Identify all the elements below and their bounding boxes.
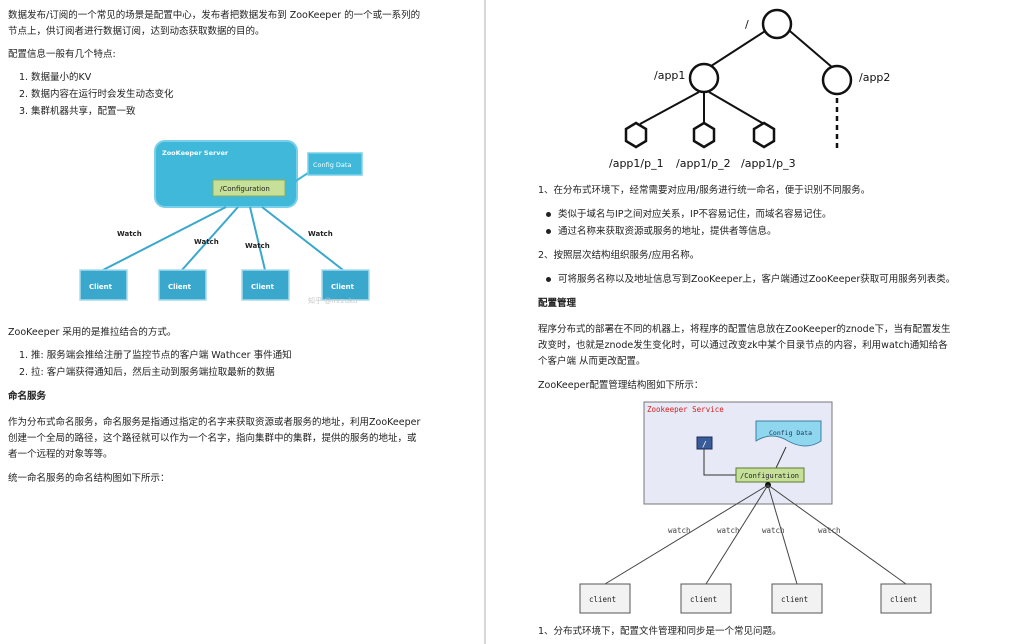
pull-item: 2.拉: 客户端获得通知后，然后主动到服务端拉取最新的数据 bbox=[19, 367, 275, 378]
client-node-label-4: client bbox=[890, 595, 917, 604]
watch-label-3: Watch bbox=[245, 242, 270, 250]
client-box-3 bbox=[241, 269, 290, 301]
config-body-line-3: 个客户端 从而更改配置。 bbox=[538, 356, 646, 367]
client-node-label-3: client bbox=[781, 595, 808, 604]
config-data-doc-label: Config Data bbox=[769, 429, 812, 437]
config-structure-caption: ZooKeeper配置管理结构图如下所示： bbox=[538, 380, 704, 391]
tree-node-p3 bbox=[752, 121, 776, 149]
client-label-2: Client bbox=[168, 283, 192, 291]
client-node-1 bbox=[579, 583, 631, 614]
config-body-line-2: 改变时，也就是znode发生变化时，可以通过改变zk中某个目录节点的内容，利用w… bbox=[538, 340, 948, 351]
watch-link-1 bbox=[604, 484, 769, 585]
client-node-3 bbox=[771, 583, 823, 614]
tree-label-app2: /app2 bbox=[859, 71, 890, 84]
zookeeper-service-box bbox=[643, 401, 833, 505]
watch-text-3: watch bbox=[762, 526, 785, 535]
watch-link-2 bbox=[705, 484, 769, 585]
intro-line-1: 数据发布/订阅的一个常见的场景是配置中心，发布者把数据发布到 ZooKeeper… bbox=[8, 10, 421, 21]
watch-line-2 bbox=[181, 206, 239, 271]
naming-section-title: 命名服务 bbox=[8, 391, 47, 402]
naming-bullet-3: 可将服务名称以及地址信息写到ZooKeeper上，客户端通过ZooKeeper获… bbox=[546, 272, 955, 288]
tree-label-root: / bbox=[745, 18, 749, 31]
page-divider bbox=[484, 0, 486, 644]
config-features-title: 配置信息一般有几个特点: bbox=[8, 49, 116, 60]
config-item-1: 1、分布式环境下，配置文件管理和同步是一个常见问题。 bbox=[538, 626, 782, 637]
feature-item-1: 1.数据量小的KV bbox=[19, 72, 92, 83]
tree-node-root bbox=[761, 8, 793, 40]
feature-item-3: 3.集群机器共享，配置一致 bbox=[19, 106, 136, 117]
naming-item-1: 1、在分布式环境下，经常需要对应用/服务进行统一命名，便于识别不同服务。 bbox=[538, 185, 871, 196]
left-page: 数据发布/订阅的一个常见的场景是配置中心，发布者把数据发布到 ZooKeeper… bbox=[0, 0, 478, 644]
tree-label-app1: /app1 bbox=[654, 69, 685, 82]
config-data-box bbox=[307, 152, 363, 176]
config-body-line-1: 程序分布式的部署在不同的机器上，将程序的配置信息放在ZooKeeper的znod… bbox=[538, 324, 951, 335]
watch-text-2: watch bbox=[717, 526, 740, 535]
feature-item-2: 2.数据内容在运行时会发生动态变化 bbox=[19, 89, 174, 100]
client-node-2 bbox=[680, 583, 732, 614]
naming-structure-caption: 统一命名服务的命名结构图如下所示： bbox=[8, 473, 170, 484]
client-node-label-1: client bbox=[589, 595, 616, 604]
tree-label-p3: /app1/p_3 bbox=[741, 157, 796, 170]
push-item: 1.推: 服务端会推给注册了监控节点的客户端 Wathcer 事件通知 bbox=[19, 350, 292, 361]
configuration-node-box-label: /Configuration bbox=[740, 472, 799, 480]
config-data-label: Config Data bbox=[313, 161, 351, 169]
tree-node-app1 bbox=[688, 62, 720, 94]
tree-node-p1 bbox=[624, 121, 648, 149]
watch-link-4 bbox=[767, 484, 907, 585]
watch-label-4: Watch bbox=[308, 230, 333, 238]
watch-line-3 bbox=[249, 206, 266, 271]
zookeeper-server-diagram: ZooKeeper Server /Configuration Config D… bbox=[79, 140, 370, 305]
zookeeper-server-label: ZooKeeper Server bbox=[162, 149, 229, 157]
watch-line-1 bbox=[102, 206, 227, 271]
watch-text-4: watch bbox=[818, 526, 841, 535]
naming-body-line-3: 者一个远程的对象等等。 bbox=[8, 449, 113, 460]
watch-link-3 bbox=[767, 484, 798, 585]
tree-node-p2 bbox=[692, 121, 716, 149]
intro-line-2: 节点上，供订阅者进行数据订阅，达到动态获取数据的目的。 bbox=[8, 26, 265, 37]
namespace-tree-diagram: / /app1 /app2 /app1/p_1 /app1/p_2 /app1/… bbox=[609, 8, 890, 170]
watch-line-4 bbox=[261, 206, 344, 271]
client-node-label-2: client bbox=[690, 595, 717, 604]
naming-item-2: 2、按照层次结构组织服务/应用名称。 bbox=[538, 250, 700, 261]
config-link-line bbox=[284, 172, 309, 189]
configuration-node-box bbox=[735, 467, 805, 483]
watch-label-2: Watch bbox=[194, 238, 219, 246]
client-box-2 bbox=[158, 269, 207, 301]
client-node-4 bbox=[880, 583, 932, 614]
naming-body-line-2: 创建一个全局的路径，这个路径就可以作为一个名字，指向集群中的集群，提供的服务的地… bbox=[8, 433, 417, 444]
tree-label-p2: /app1/p_2 bbox=[676, 157, 731, 170]
push-pull-intro: ZooKeeper 采用的是推拉结合的方式。 bbox=[8, 327, 177, 338]
tree-node-app2 bbox=[821, 64, 853, 96]
client-box-1 bbox=[79, 269, 128, 301]
zookeeper-service-label: Zookeeper Service bbox=[647, 405, 724, 414]
right-page: / /app1 /app2 /app1/p_1 /app1/p_2 /app1/… bbox=[491, 0, 1023, 644]
config-management-title: 配置管理 bbox=[538, 298, 577, 309]
watch-text-1: watch bbox=[668, 526, 691, 535]
config-data-doc bbox=[755, 420, 822, 447]
root-node-label: / bbox=[702, 440, 707, 449]
tree-label-p1: /app1/p_1 bbox=[609, 157, 664, 170]
configuration-node-label: /Configuration bbox=[220, 185, 270, 193]
naming-bullet-1: 类似于域名与IP之间对应关系，IP不容易记住，而域名容易记住。 bbox=[546, 207, 832, 223]
client-label-4: Client bbox=[331, 283, 355, 291]
client-label-3: Client bbox=[251, 283, 275, 291]
naming-bullet-2: 通过名称来获取资源或服务的地址，提供者等信息。 bbox=[546, 224, 777, 240]
client-box-4 bbox=[321, 269, 370, 301]
client-label-1: Client bbox=[89, 283, 113, 291]
config-management-diagram: Zookeeper Service Config Data / /Configu… bbox=[579, 401, 932, 614]
naming-body-line-1: 作为分布式命名服务，命名服务是指通过指定的名字来获取资源或者服务的地址，利用Zo… bbox=[8, 417, 421, 428]
watermark: 知乎 @mrzuku bbox=[308, 296, 357, 305]
watch-label-1: Watch bbox=[117, 230, 142, 238]
